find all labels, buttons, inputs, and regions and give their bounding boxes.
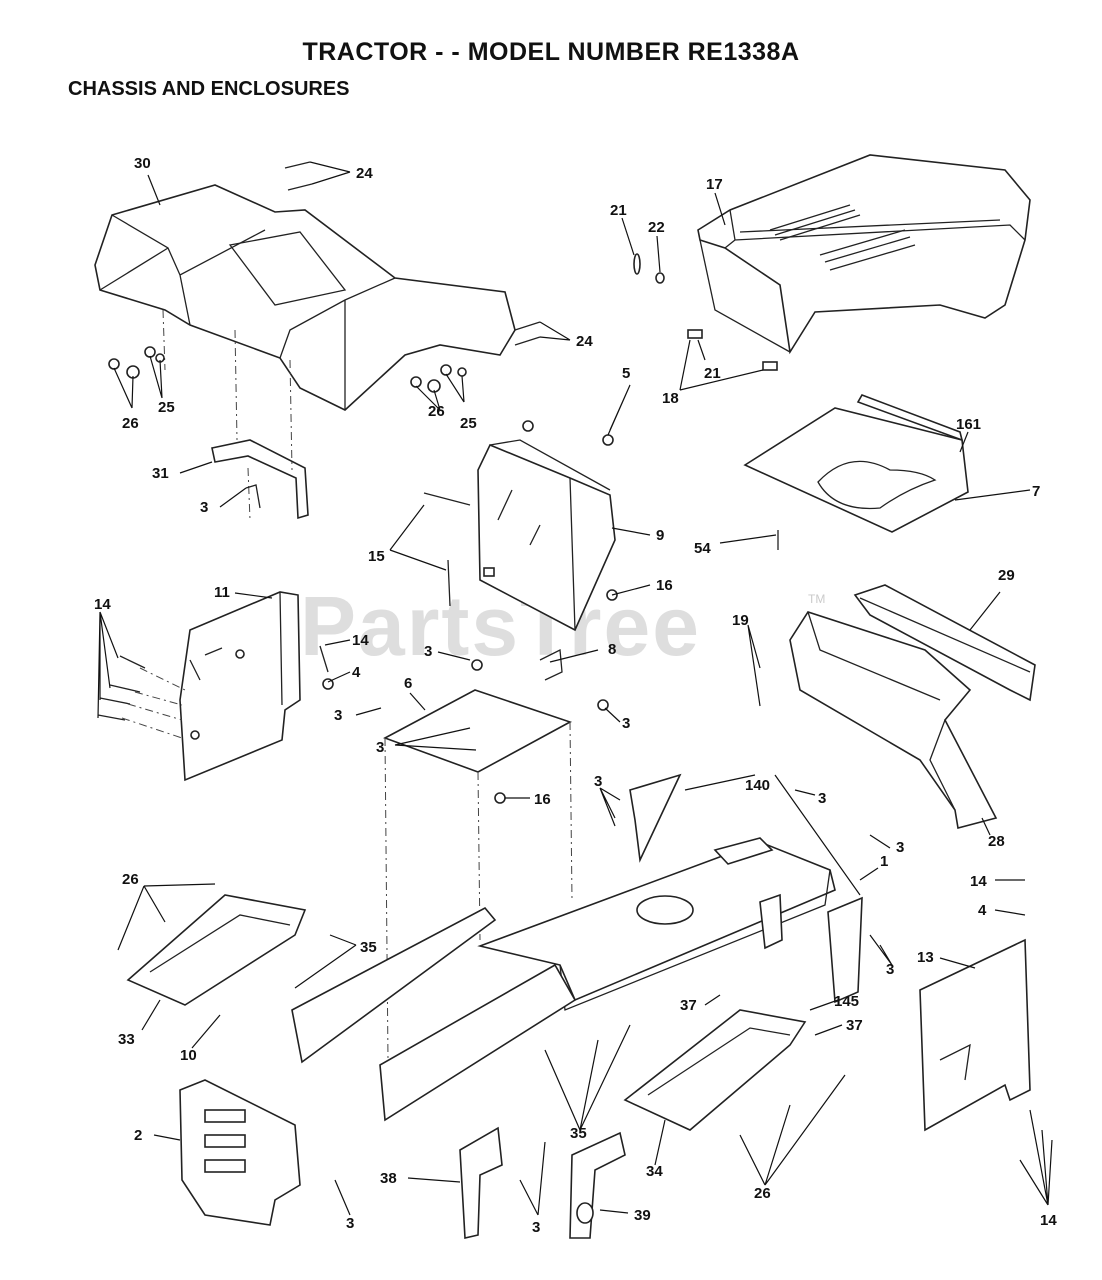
callout-5: 5 [622, 365, 630, 382]
part-footrest-right[interactable] [623, 1009, 807, 1131]
callout-37-left: 37 [680, 997, 697, 1014]
part-dash-panel[interactable] [477, 420, 618, 632]
watermark-trademark: TM [808, 592, 826, 606]
callout-4-right: 4 [978, 902, 987, 919]
callout-29: 29 [998, 567, 1015, 584]
part-mounting-plate[interactable] [383, 648, 609, 804]
callout-39: 39 [634, 1207, 651, 1224]
callout-14-bottom: 14 [1040, 1212, 1057, 1229]
part-rear-plate[interactable] [179, 1079, 301, 1226]
callout-8: 8 [608, 641, 616, 658]
part-bracket-39[interactable] [569, 1131, 626, 1239]
callout-13: 13 [917, 949, 934, 966]
part-bracket-38[interactable] [459, 1126, 503, 1239]
dash-lines-chassis [384, 721, 573, 1061]
callout-25-left: 25 [158, 399, 175, 416]
callout-3-left: 3 [334, 707, 342, 724]
callout-11: 11 [214, 584, 230, 601]
part-frame-rail-right[interactable] [379, 963, 577, 1122]
page-title: TRACTOR - - MODEL NUMBER RE1338A [302, 38, 800, 66]
callout-54: 54 [694, 540, 711, 557]
callout-26-left: 26 [122, 415, 139, 432]
callout-6: 6 [404, 675, 412, 692]
callout-14-left: 14 [94, 596, 111, 613]
callout-3-bracket: 3 [200, 499, 208, 516]
callout-1: 1 [880, 853, 888, 870]
callout-26-lower: 26 [754, 1185, 771, 1202]
part-footrest-left[interactable] [126, 894, 307, 1006]
callout-3-upper: 3 [424, 643, 432, 660]
leader-lines [97, 161, 1053, 1216]
watermark: PartsTree [300, 579, 701, 673]
part-front-grille[interactable] [853, 584, 1036, 702]
part-rear-fender[interactable] [94, 184, 516, 411]
part-main-frame[interactable] [477, 773, 863, 1011]
callout-14-mid: 14 [352, 632, 369, 649]
callout-17: 17 [706, 176, 723, 193]
callout-7: 7 [1032, 483, 1040, 500]
part-hood[interactable] [633, 154, 1031, 371]
callout-9: 9 [656, 527, 664, 544]
callout-31: 31 [152, 465, 169, 482]
callout-3-plate: 3 [376, 739, 384, 756]
part-frame-rail-left[interactable] [291, 906, 497, 1064]
callout-28: 28 [988, 833, 1005, 850]
callout-22: 22 [648, 219, 665, 236]
callout-37-right: 37 [846, 1017, 863, 1034]
callout-3-frame: 3 [594, 773, 602, 790]
callout-33: 33 [118, 1031, 135, 1048]
part-fender-bracket[interactable] [211, 439, 309, 520]
hardware-group-fender [108, 161, 541, 509]
callout-21-top: 21 [610, 202, 627, 219]
callout-3-side: 3 [886, 961, 894, 978]
callout-24-lower: 24 [576, 333, 593, 350]
callout-3-right: 3 [622, 715, 630, 732]
callout-3-frame-right: 3 [896, 839, 904, 856]
callout-26-footrest: 26 [122, 871, 139, 888]
callout-3-rear: 3 [346, 1215, 354, 1232]
part-side-panel-right[interactable] [919, 938, 1031, 1132]
callout-145: 145 [834, 993, 859, 1010]
callout-140: 140 [745, 777, 770, 794]
callout-3-bottom: 3 [532, 1219, 540, 1236]
callout-labels: 30 24 24 26 25 26 25 31 3 17 21 22 21 18… [94, 155, 1057, 1236]
callout-34: 34 [646, 1163, 663, 1180]
part-hood-support-plate[interactable] [743, 394, 969, 550]
callout-35-lower: 35 [570, 1125, 587, 1142]
callout-4-mid: 4 [352, 664, 361, 681]
callout-14-right: 14 [970, 873, 987, 890]
callout-16-lower: 16 [534, 791, 551, 808]
part-front-nose[interactable] [789, 611, 998, 829]
hardware-bolts-15 [423, 492, 471, 607]
callout-35-upper: 35 [360, 939, 377, 956]
callout-26-mid: 26 [428, 403, 445, 420]
dash-lines-fender [162, 309, 293, 521]
callout-16-upper: 16 [656, 577, 673, 594]
callout-21-bottom: 21 [704, 365, 721, 382]
callout-161: 161 [956, 416, 981, 433]
callout-30: 30 [134, 155, 151, 172]
callout-18: 18 [662, 390, 679, 407]
callout-38: 38 [380, 1170, 397, 1187]
callout-3-140: 3 [818, 790, 826, 807]
callout-19: 19 [732, 612, 749, 629]
callout-10: 10 [180, 1047, 197, 1064]
part-side-panel-left[interactable] [179, 591, 301, 782]
section-subtitle: CHASSIS AND ENCLOSURES [68, 78, 350, 100]
callout-25-mid: 25 [460, 415, 477, 432]
callout-2: 2 [134, 1127, 142, 1144]
callout-24-upper: 24 [356, 165, 373, 182]
callout-15: 15 [368, 548, 385, 565]
